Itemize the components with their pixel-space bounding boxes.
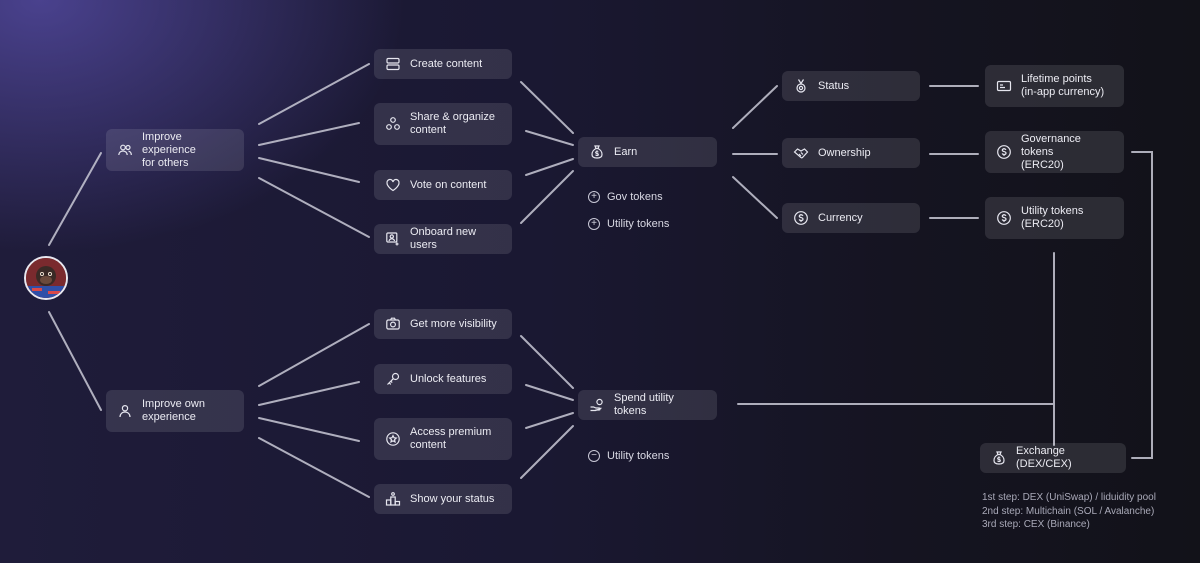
create-content-node[interactable]: Create content [374,49,512,79]
exchange-note-step3: 3rd step: CEX (Binance) [982,519,1090,530]
show-status-label: Show your status [410,492,495,505]
link-visibility-spend [520,335,574,389]
share-organize-node[interactable]: Share & organize content [374,103,512,145]
improve-others-label: Improve experience for others [142,130,196,169]
utility-tokens-node[interactable]: Utility tokens (ERC20) [985,197,1124,239]
exchange-label: Exchange (DEX/CEX) [1016,445,1072,470]
link-onboard-earn [520,170,574,224]
add-user-card-icon [384,230,402,248]
earn-label: Earn [614,145,638,158]
utility-tokens-label: Utility tokens (ERC20) [1021,205,1084,230]
show-your-status-node[interactable]: Show your status [374,484,512,514]
link-show-spend [520,425,574,479]
hand-coins-icon [588,396,606,414]
user-icon [116,402,134,420]
improve-own-label: Improve own experience [142,398,205,423]
link-others-onboard [258,177,370,238]
unlock-features-node[interactable]: Unlock features [374,364,512,394]
share-nodes-icon [384,115,402,133]
avatar[interactable] [24,256,68,300]
currency-node[interactable]: Currency [782,203,920,233]
handshake-icon [792,144,810,162]
visibility-label: Get more visibility [410,317,497,330]
governance-tokens-label: Governance tokens (ERC20) [1021,132,1081,171]
plus-icon: + [588,218,600,230]
earn-node[interactable]: Earn [578,137,717,167]
get-more-visibility-node[interactable]: Get more visibility [374,309,512,339]
exchange-notes: 1st step: DEX (UniSwap) / liduidity pool… [982,491,1156,532]
link-gov-exchange [1131,151,1153,459]
money-bag-icon [588,143,606,161]
link-premium-spend [525,412,574,429]
exchange-node[interactable]: Exchange (DEX/CEX) [980,443,1126,473]
dollar-coin-icon [995,143,1013,161]
exchange-note-step1: 1st step: DEX (UniSwap) / liduidity pool [982,492,1156,503]
link-own-unlock [258,381,360,406]
dollar-coin-icon [792,209,810,227]
link-create-earn [520,81,574,134]
exchange-note-step2: 2nd step: Multichain (SOL / Avalanche) [982,505,1155,517]
link-own-visibility [258,323,370,387]
onboard-new-users-node[interactable]: Onboard new users [374,224,512,254]
ownership-label: Ownership [818,146,871,159]
lifetime-points-node[interactable]: Lifetime points (in-app currency) [985,65,1124,107]
link-vote-earn [525,158,574,176]
earn-utility-tokens-label: Utility tokens [607,218,670,230]
spend-utility-tokens-tag: − Utility tokens [588,450,669,462]
link-share-earn [525,130,574,146]
heart-icon [384,176,402,194]
spend-utility-tokens-label: Utility tokens [607,450,670,462]
plus-icon: + [588,191,600,203]
premium-label: Access premium content [410,426,492,451]
link-earn-status [732,85,778,129]
improve-experience-others-node[interactable]: Improve experience for others [106,129,244,171]
stack-icon [384,55,402,73]
vote-on-content-node[interactable]: Vote on content [374,170,512,200]
link-others-create [258,63,370,125]
link-others-vote [258,157,360,183]
improve-own-experience-node[interactable]: Improve own experience [106,390,244,432]
link-own-show [258,437,370,498]
camera-icon [384,315,402,333]
minus-icon: − [588,450,600,462]
link-avatar-own [48,311,102,411]
link-own-premium [258,417,360,442]
governance-tokens-node[interactable]: Governance tokens (ERC20) [985,131,1124,173]
link-others-share [258,122,360,146]
earn-utility-tokens-tag: + Utility tokens [588,218,669,230]
vote-label: Vote on content [410,178,487,191]
podium-icon [384,490,402,508]
key-icon [384,370,402,388]
create-content-label: Create content [410,57,483,70]
access-premium-content-node[interactable]: Access premium content [374,418,512,460]
earn-gov-tokens-label: Gov tokens [607,191,663,203]
link-earn-currency [732,176,778,219]
earn-gov-tokens-tag: + Gov tokens [588,191,663,203]
dollar-coin-icon [995,209,1013,227]
unlock-label: Unlock features [410,372,487,385]
link-avatar-others [48,152,102,246]
link-unlock-spend [525,384,574,401]
onboard-label: Onboard new users [410,226,477,251]
share-organize-label: Share & organize content [410,111,495,136]
status-node[interactable]: Status [782,71,920,101]
money-bag-icon [990,449,1008,467]
card-icon [995,77,1013,95]
medal-icon [792,77,810,95]
users-icon [116,141,134,159]
lifetime-points-label: Lifetime points (in-app currency) [1021,73,1105,98]
spend-label: Spend utility tokens [614,392,674,417]
ownership-node[interactable]: Ownership [782,138,920,168]
star-badge-icon [384,430,402,448]
currency-label: Currency [818,211,863,224]
status-label: Status [818,79,850,92]
spend-utility-tokens-node[interactable]: Spend utility tokens [578,390,717,420]
